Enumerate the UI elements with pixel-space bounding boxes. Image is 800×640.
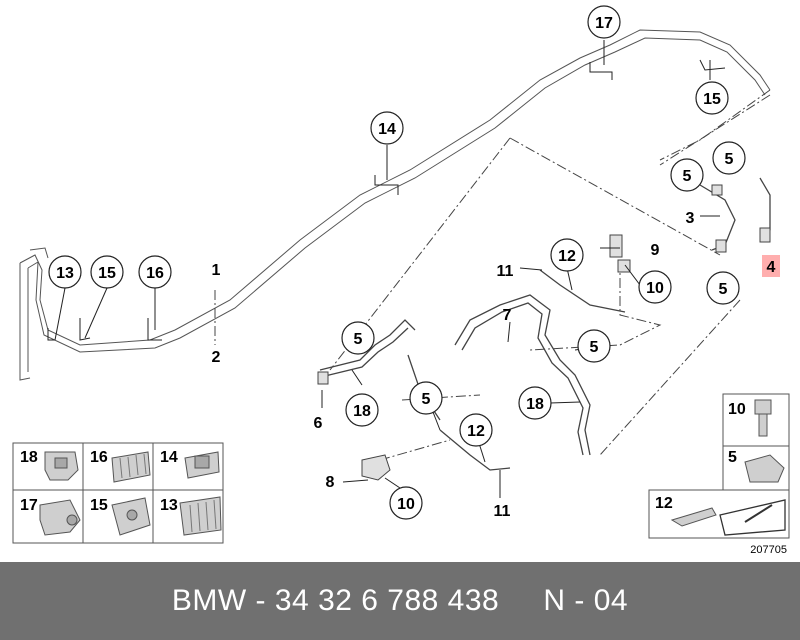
part-number-text: BMW - 34 32 6 788 438 N - 04	[171, 584, 629, 617]
svg-text:12: 12	[655, 495, 673, 512]
svg-text:13: 13	[160, 497, 178, 514]
callout-5-right: 5	[706, 271, 740, 305]
label-4: 4	[767, 259, 776, 276]
legend-cell-16: 16	[90, 449, 151, 483]
label-4-highlight	[762, 255, 780, 277]
svg-text:15: 15	[90, 497, 108, 514]
footer-bar: BMW - 34 32 6 788 438 N - 04	[0, 562, 800, 640]
label-9: 9	[651, 242, 660, 259]
svg-text:10: 10	[728, 401, 746, 418]
label-3: 3	[686, 210, 695, 227]
parts-diagram: 17 15 14 5 5 13 15 16	[12, 5, 790, 556]
svg-text:5: 5	[422, 391, 431, 408]
hose-parts	[319, 177, 771, 471]
legend-cell-15: 15	[90, 497, 151, 536]
label-7: 7	[503, 307, 512, 324]
legend-cell-10: 10	[728, 399, 772, 437]
callout-10-upper: 10	[638, 270, 672, 304]
reference-number: 207705	[750, 544, 787, 556]
callout-16: 16	[138, 255, 172, 289]
svg-text:17: 17	[20, 497, 38, 514]
svg-text:5: 5	[683, 168, 692, 185]
svg-text:5: 5	[725, 151, 734, 168]
svg-text:12: 12	[558, 248, 576, 265]
svg-text:14: 14	[378, 121, 396, 138]
svg-text:17: 17	[595, 15, 613, 32]
label-11-lower: 11	[494, 503, 511, 520]
label-8: 8	[326, 474, 335, 491]
svg-text:5: 5	[728, 449, 737, 466]
label-6: 6	[314, 415, 323, 432]
svg-text:10: 10	[646, 280, 664, 297]
callout-15-top: 15	[695, 81, 729, 115]
callout-18-center: 18	[518, 386, 552, 420]
svg-text:16: 16	[146, 265, 164, 282]
callout-18-left: 18	[345, 393, 379, 427]
svg-text:18: 18	[353, 403, 371, 420]
svg-text:5: 5	[354, 331, 363, 348]
svg-text:12: 12	[467, 423, 485, 440]
plain-labels: 1 2 3 4 6 7 8 9 11 11	[212, 210, 780, 520]
label-2: 2	[212, 349, 221, 366]
svg-text:10: 10	[397, 496, 415, 513]
svg-text:13: 13	[56, 265, 74, 282]
callout-15-left: 15	[90, 255, 124, 289]
callout-10-lower: 10	[389, 486, 423, 520]
bracket-parts	[317, 184, 771, 481]
legend-right-grid: 10 5 12 207705	[648, 393, 790, 556]
dash-dot-lines	[214, 89, 771, 461]
legend-left-grid: 18 16 14 17 15 13	[12, 442, 224, 544]
svg-text:5: 5	[719, 281, 728, 298]
svg-text:5: 5	[590, 339, 599, 356]
clip-markers	[47, 59, 726, 341]
svg-text:15: 15	[703, 91, 721, 108]
label-1: 1	[212, 262, 221, 279]
main-brake-line	[19, 29, 771, 381]
legend-cell-17: 17	[20, 497, 81, 536]
callout-14: 14	[370, 111, 404, 145]
legend-cell-14: 14	[160, 449, 220, 479]
callout-5-upper-right: 5	[712, 141, 746, 175]
svg-text:15: 15	[98, 265, 116, 282]
callout-circles: 17 15 14 5 5 13 15 16	[48, 5, 746, 520]
svg-text:16: 16	[90, 449, 108, 466]
callout-12-lower: 12	[459, 413, 493, 447]
callout-5-left: 5	[341, 321, 375, 355]
legend-cell-13: 13	[160, 496, 222, 536]
legend-cell-5: 5	[728, 449, 785, 483]
callout-12-upper: 12	[550, 238, 584, 272]
legend-cell-18: 18	[20, 449, 79, 481]
svg-text:18: 18	[526, 396, 544, 413]
callout-13: 13	[48, 255, 82, 289]
label-11-upper: 11	[497, 263, 514, 280]
callout-5-hose-3: 5	[670, 158, 704, 192]
callout-17: 17	[587, 5, 621, 39]
legend-cell-12: 12	[655, 495, 786, 536]
callout-5-lower: 5	[409, 381, 443, 415]
svg-text:14: 14	[160, 449, 178, 466]
callout-5-center: 5	[577, 329, 611, 363]
svg-text:18: 18	[20, 449, 38, 466]
